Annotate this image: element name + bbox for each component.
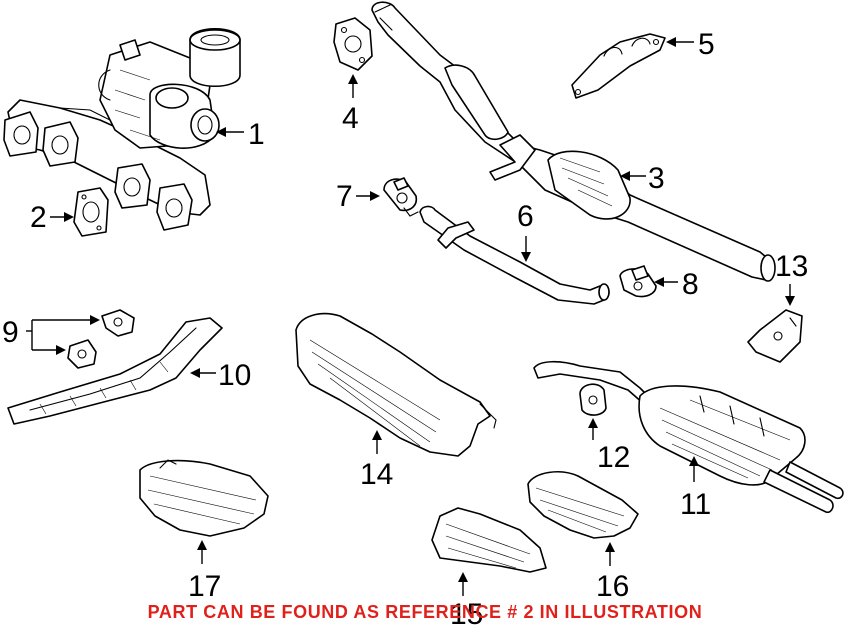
part-7-clamp bbox=[383, 177, 419, 217]
svg-text:2: 2 bbox=[30, 201, 47, 234]
svg-text:3: 3 bbox=[648, 162, 665, 195]
part-6-pipe bbox=[419, 205, 610, 305]
callout-15: 15 bbox=[450, 572, 483, 630]
part-4-flange-gasket bbox=[333, 17, 373, 71]
callout-14: 14 bbox=[360, 430, 393, 491]
svg-text:11: 11 bbox=[680, 488, 711, 521]
callout-9: 9 bbox=[2, 315, 100, 355]
part-5-bracket bbox=[571, 33, 666, 99]
callout-3: 3 bbox=[620, 162, 665, 195]
callout-8: 8 bbox=[654, 268, 699, 301]
part-15-heat-shield bbox=[431, 507, 547, 573]
footer-note: PART CAN BE FOUND AS REFERENCE # 2 IN IL… bbox=[147, 602, 703, 622]
part-12-hanger bbox=[579, 383, 607, 416]
svg-text:16: 16 bbox=[596, 570, 629, 603]
callout-16: 16 bbox=[596, 542, 629, 603]
part-13-bracket bbox=[747, 309, 803, 363]
svg-text:17: 17 bbox=[188, 570, 221, 603]
part-1-turbo-manifold bbox=[3, 28, 241, 231]
svg-text:5: 5 bbox=[698, 28, 715, 61]
callout-5: 5 bbox=[666, 28, 715, 61]
svg-text:14: 14 bbox=[360, 458, 393, 491]
callout-12: 12 bbox=[588, 418, 630, 474]
svg-text:12: 12 bbox=[597, 441, 630, 474]
svg-text:10: 10 bbox=[218, 359, 251, 392]
callout-2: 2 bbox=[30, 201, 74, 234]
callout-6: 6 bbox=[517, 200, 534, 262]
callout-13: 13 bbox=[775, 250, 808, 306]
part-9-hangers bbox=[67, 309, 135, 369]
part-10-heat-shield bbox=[7, 317, 223, 425]
svg-text:7: 7 bbox=[336, 180, 353, 213]
part-17-heat-shield bbox=[139, 459, 269, 537]
svg-text:13: 13 bbox=[775, 250, 808, 283]
part-2-gasket bbox=[73, 187, 109, 237]
svg-text:1: 1 bbox=[248, 118, 265, 151]
svg-text:15: 15 bbox=[450, 598, 483, 630]
callout-4: 4 bbox=[342, 74, 359, 135]
callout-11: 11 bbox=[680, 456, 711, 521]
part-8-clamp bbox=[619, 265, 657, 298]
part-16-heat-shield bbox=[527, 471, 639, 539]
callout-10: 10 bbox=[190, 359, 251, 392]
svg-text:9: 9 bbox=[2, 316, 19, 349]
svg-text:4: 4 bbox=[342, 102, 359, 135]
svg-text:6: 6 bbox=[517, 200, 534, 233]
part-3-catalytic-pipe bbox=[371, 1, 776, 282]
part-14-heat-shield bbox=[295, 312, 497, 457]
callout-17: 17 bbox=[188, 540, 221, 603]
part-11-muffler bbox=[533, 360, 844, 514]
svg-text:8: 8 bbox=[682, 268, 699, 301]
callout-1: 1 bbox=[216, 118, 265, 151]
callout-7: 7 bbox=[336, 180, 380, 213]
